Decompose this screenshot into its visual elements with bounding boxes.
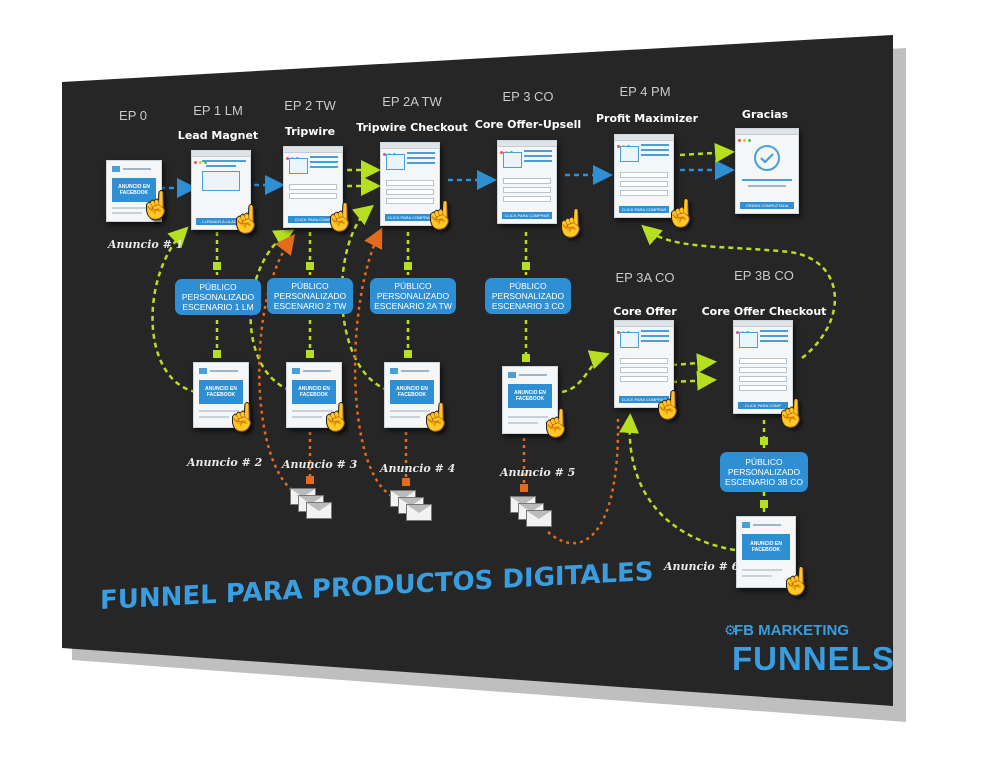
- gear-icon: ⚙: [724, 622, 737, 638]
- ad-card-5: ANUNCIO EN FACEBOOK: [502, 366, 558, 434]
- page-tripwire-checkout: CLICK PARA COMPRAR: [380, 142, 440, 226]
- ad-label-1: Anuncio # 1: [108, 238, 184, 251]
- ad-label-5: Anuncio # 5: [500, 466, 576, 479]
- connector-square: [306, 262, 314, 270]
- pointer-hand-icon: ☝: [775, 398, 808, 428]
- core-offer-upsell-cta[interactable]: CLICK PARA COMPRAR: [502, 212, 552, 219]
- ad-card-2-text: ANUNCIO EN FACEBOOK: [199, 380, 243, 404]
- connector-square: [404, 262, 412, 270]
- email-envelope-icon: [510, 496, 556, 527]
- pointer-hand-icon: ☝: [230, 204, 263, 234]
- stage-code-ep2: EP 2 TW: [284, 98, 336, 113]
- title-lead-magnet: Lead Magnet: [177, 129, 259, 142]
- pointer-hand-icon: ☝: [420, 402, 453, 432]
- pointer-hand-icon: ☝: [540, 408, 573, 438]
- page-profit-maximizer: CLICK PARA COMPRAR: [614, 134, 674, 218]
- core-offer-checkout-cta[interactable]: CLICK PARA COMP: [738, 402, 788, 409]
- email-connector-square: [520, 484, 528, 492]
- ad-card-6-text: ANUNCIO EN FACEBOOK: [742, 534, 790, 560]
- ad-label-6: Anuncio # 6: [664, 560, 740, 573]
- ad-label-4: Anuncio # 4: [380, 462, 456, 475]
- page-tripwire: CLICK PARA COMP: [283, 146, 343, 228]
- stage-code-ep3a: EP 3A CO: [615, 270, 675, 285]
- brand-logo: ⚙ FB MARKETING FUNNELS: [724, 620, 894, 690]
- title-core-offer-upsell: Core Offer-Upsell: [474, 118, 582, 131]
- brand-logo-bottom: FUNNELS: [732, 640, 895, 677]
- ad-label-2: Anuncio # 2: [187, 456, 263, 469]
- pointer-hand-icon: ☝: [780, 566, 813, 596]
- page-gracias: ORDEN COMPLETADA: [735, 128, 799, 214]
- ad-card-1: ANUNCIO EN FACEBOOK: [106, 160, 162, 222]
- tripwire-cta[interactable]: CLICK PARA COMP: [288, 216, 338, 223]
- ad-card-2: ANUNCIO EN FACEBOOK: [193, 362, 249, 428]
- connector-square: [213, 350, 221, 358]
- ad-label-3: Anuncio # 3: [282, 458, 358, 471]
- title-profit-maximizer: Profit Maximizer: [595, 112, 699, 125]
- connector-square: [522, 354, 530, 362]
- connector-square: [522, 262, 530, 270]
- ad-card-4: ANUNCIO EN FACEBOOK: [384, 362, 440, 428]
- connector-square: [760, 500, 768, 508]
- pointer-hand-icon: ☝: [424, 200, 457, 230]
- page-core-offer-upsell: CLICK PARA COMPRAR: [497, 140, 557, 224]
- lead-magnet-cta[interactable]: LLENADO A LA ACC: [196, 218, 246, 225]
- title-core-offer-checkout: Core Offer Checkout: [701, 305, 827, 318]
- stage-code-ep3: EP 3 CO: [502, 89, 554, 104]
- stage-code-ep2a: EP 2A TW: [382, 94, 442, 109]
- checkmark-icon: [754, 145, 780, 171]
- email-envelope-icon: [390, 490, 436, 521]
- tripwire-checkout-cta[interactable]: CLICK PARA COMPRAR: [385, 214, 435, 221]
- pointer-hand-icon: ☝: [320, 402, 353, 432]
- pointer-hand-icon: ☝: [226, 402, 259, 432]
- connector-square: [306, 350, 314, 358]
- brand-logo-top: FB MARKETING: [734, 622, 849, 639]
- email-envelope-icon: [290, 488, 336, 519]
- audience-badge-3bco: PÚBLICO PERSONALIZADO ESCENARIO 3B CO: [720, 452, 808, 492]
- stage-code-ep4: EP 4 PM: [619, 84, 671, 99]
- profit-maximizer-cta[interactable]: CLICK PARA COMPRAR: [619, 206, 669, 213]
- ad-card-4-text: ANUNCIO EN FACEBOOK: [390, 380, 434, 404]
- email-connector-square: [306, 476, 314, 484]
- audience-badge-2tw: PÚBLICO PERSONALIZADO ESCENARIO 2 TW: [267, 278, 353, 314]
- ad-card-6: ANUNCIO EN FACEBOOK: [736, 516, 796, 588]
- pointer-hand-icon: ☝: [555, 208, 588, 238]
- ad-card-3-text: ANUNCIO EN FACEBOOK: [292, 380, 336, 404]
- gracias-cta: ORDEN COMPLETADA: [740, 202, 794, 209]
- title-gracias: Gracias: [741, 108, 789, 121]
- audience-badge-3co: PÚBLICO PERSONALIZADO ESCENARIO 3 CO: [485, 278, 571, 314]
- stage-code-ep0: EP 0: [119, 108, 147, 123]
- stage-code-ep1: EP 1 LM: [193, 103, 243, 118]
- connector-square: [213, 262, 221, 270]
- stage-code-ep3b: EP 3B CO: [734, 268, 794, 283]
- poster-panel: [62, 35, 893, 706]
- page-lead-magnet: LLENADO A LA ACC: [191, 150, 251, 230]
- page-core-offer-checkout: CLICK PARA COMP: [733, 320, 793, 414]
- page-core-offer: CLICK PARA COMPRAR: [614, 320, 674, 408]
- core-offer-cta[interactable]: CLICK PARA COMPRAR: [619, 396, 669, 403]
- pointer-hand-icon: ☝: [665, 198, 698, 228]
- ad-card-5-text: ANUNCIO EN FACEBOOK: [508, 384, 552, 408]
- ad-card-3: ANUNCIO EN FACEBOOK: [286, 362, 342, 428]
- title-core-offer: Core Offer: [613, 305, 677, 318]
- audience-badge-1lm: PÚBLICO PERSONALIZADO ESCENARIO 1 LM: [175, 279, 261, 315]
- audience-badge-2atw: PÚBLICO PERSONALIZADO ESCENARIO 2A TW: [370, 278, 456, 314]
- pointer-hand-icon: ☝: [324, 202, 357, 232]
- connector-square: [404, 350, 412, 358]
- pointer-hand-icon: ☝: [652, 390, 685, 420]
- pointer-hand-icon: ☝: [140, 190, 173, 220]
- ad-card-1-text: ANUNCIO EN FACEBOOK: [112, 178, 156, 202]
- email-connector-square: [402, 478, 410, 486]
- title-tripwire: Tripwire: [284, 125, 336, 138]
- title-tripwire-checkout: Tripwire Checkout: [356, 121, 468, 134]
- connector-square: [760, 437, 768, 445]
